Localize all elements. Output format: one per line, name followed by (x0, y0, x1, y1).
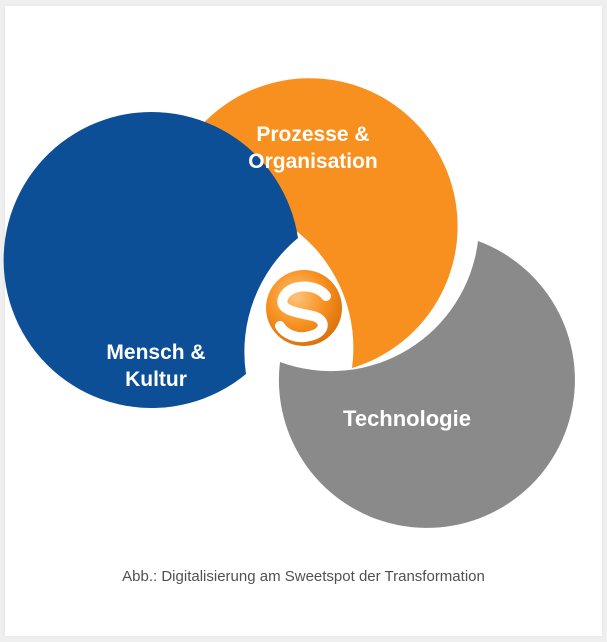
center-logo (266, 270, 342, 346)
venn-diagram: Prozesse & Organisation Mensch & Kultur … (3, 78, 575, 528)
prozesse-label-line2: Organisation (248, 150, 378, 173)
mensch-label-line1: Mensch & (106, 341, 205, 364)
s-logo-swoosh (275, 281, 331, 343)
prozesse-label-line1: Prozesse & (256, 123, 369, 146)
technologie-label: Technologie (343, 406, 471, 431)
technologie-circle (278, 241, 575, 528)
figure-caption: Abb.: Digitalisierung am Sweetspot der T… (122, 568, 485, 585)
mensch-circle (3, 111, 298, 408)
mensch-label-line2: Kultur (125, 368, 187, 391)
